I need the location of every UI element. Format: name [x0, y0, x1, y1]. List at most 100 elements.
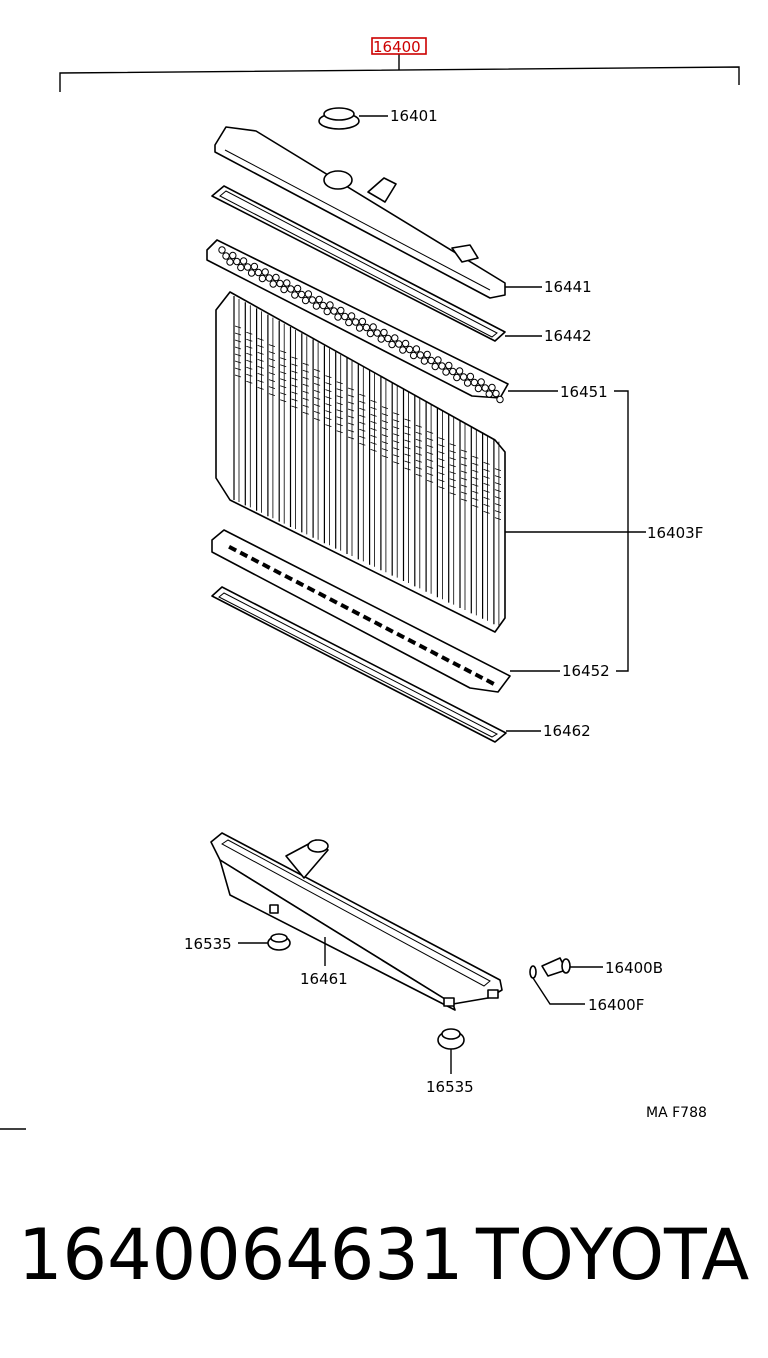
fin-hatch [460, 498, 468, 502]
plate-slot [429, 649, 439, 657]
fin-hatch [347, 401, 355, 405]
plate-hole [254, 268, 263, 277]
fin-hatch [472, 497, 479, 501]
label-16400B: 16400B [605, 959, 663, 977]
fin-hatch [494, 482, 502, 485]
plate-hole [420, 357, 429, 365]
fin-hatch [415, 438, 422, 442]
plate-hole [226, 258, 234, 266]
fin-hatch [381, 413, 389, 416]
fin-hatch [483, 504, 490, 507]
diagram-code: MA F788 [646, 1105, 707, 1121]
label-16400: 16400 [373, 38, 421, 56]
fin-hatch [246, 359, 253, 363]
fin-hatch [359, 442, 366, 446]
plate-hole [488, 383, 496, 392]
plate-slot [295, 579, 305, 588]
fin-hatch [460, 484, 468, 488]
fin-hatch [494, 468, 502, 471]
plate-hole [492, 389, 500, 398]
fin-hatch [449, 457, 456, 461]
fin-hatch [438, 486, 445, 489]
plate-hole [412, 345, 421, 353]
fin-hatch [426, 480, 434, 483]
fin-hatch [381, 427, 389, 430]
fin-hatch [302, 411, 309, 415]
fin-hatch [336, 402, 343, 406]
fin-hatch [291, 405, 298, 409]
plate-hole [380, 328, 388, 337]
plate-hole [269, 280, 277, 288]
fin-hatch [336, 416, 343, 420]
plate-slot [474, 672, 484, 680]
plate-hole [258, 274, 267, 283]
plate-slot [384, 626, 394, 634]
fin-hatch [347, 408, 355, 412]
fin-hatch [313, 390, 321, 393]
plate-hole [347, 312, 356, 320]
fin-hatch [347, 394, 355, 398]
plate-hole [369, 323, 377, 331]
fin-hatch [336, 409, 343, 413]
fin-hatch [280, 399, 287, 403]
fin-hatch [336, 430, 343, 434]
plate-slot [351, 608, 361, 617]
fin-hatch [347, 429, 355, 433]
fin-hatch [313, 418, 321, 421]
fin-hatch [359, 428, 366, 432]
fin-hatch [426, 473, 434, 476]
plate-hole [272, 273, 280, 282]
fin-hatch [404, 460, 411, 464]
plate-slot [272, 568, 282, 576]
fin-hatch [325, 403, 332, 406]
fin-hatch [426, 431, 434, 434]
fin-hatch [393, 433, 400, 437]
fin-hatch [359, 435, 366, 439]
plate-hole [323, 307, 331, 316]
fin-hatch [234, 360, 242, 364]
fin-hatch [381, 420, 389, 423]
plate-hole [399, 346, 407, 354]
fin-hatch [302, 404, 309, 408]
fin-hatch [246, 373, 253, 377]
plate-hole [250, 262, 259, 271]
plate-slot [306, 585, 316, 593]
fin-hatch [494, 475, 502, 478]
plate-hole [345, 318, 353, 327]
fin-hatch [291, 377, 298, 381]
fin-hatch [393, 440, 400, 444]
plate-slot [228, 544, 238, 553]
fin-hatch [415, 452, 422, 456]
fin-hatch [246, 380, 253, 384]
fin-hatch [234, 353, 242, 357]
plate-hole [301, 296, 310, 305]
label-16403F: 16403F [647, 524, 703, 542]
plate-slot [407, 637, 417, 646]
fin-hatch [438, 451, 445, 454]
fin-hatch [313, 383, 321, 386]
fin-hatch [404, 453, 411, 457]
label-16461: 16461 [300, 970, 348, 988]
fin-hatch [359, 400, 366, 404]
plate-hole [239, 257, 248, 265]
radiator-cap [318, 107, 388, 130]
fin-hatch [472, 455, 479, 459]
fin-hatch [426, 466, 434, 469]
label-16400F: 16400F [588, 996, 644, 1014]
plate-hole [438, 362, 446, 370]
plate-hole [463, 379, 472, 387]
plate-hole [280, 285, 288, 294]
plate-hole [237, 263, 245, 272]
fin-hatch [336, 381, 343, 385]
plate-slot [284, 574, 294, 582]
plate-hole [455, 367, 464, 375]
fin-hatch [302, 369, 309, 373]
fin-hatch [393, 426, 400, 430]
plate-hole [261, 268, 269, 276]
radiator-core [215, 291, 646, 633]
fin-hatch [404, 425, 411, 429]
fin-hatch [280, 364, 287, 368]
label-16535-lower: 16535 [426, 1078, 474, 1096]
fin-hatch [393, 412, 400, 416]
